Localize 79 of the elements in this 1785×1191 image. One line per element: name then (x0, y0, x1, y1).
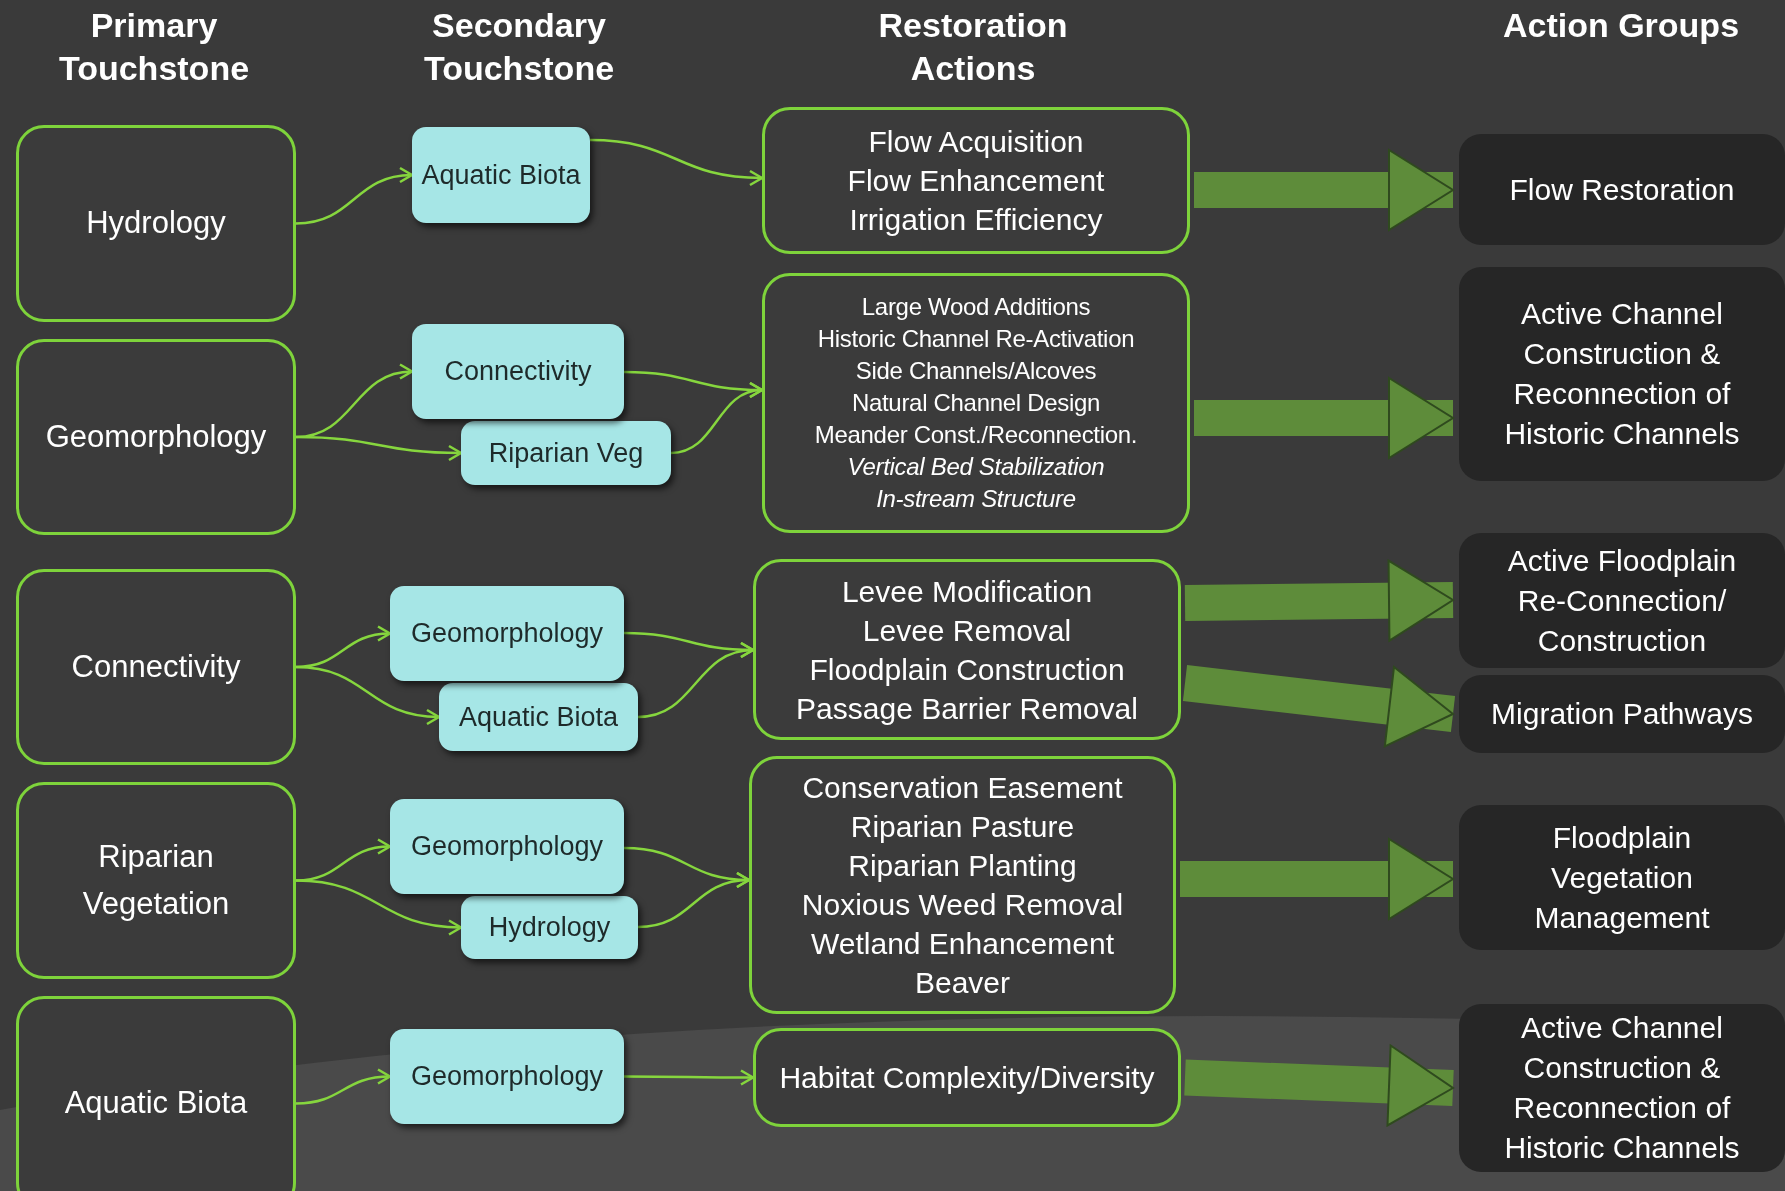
box-label: Flow Restoration (1509, 171, 1735, 208)
box-label: Active Channel Construction & Reconnection of Historic Channels (1503, 296, 1741, 452)
action-item: Meander Const./Reconnection. (814, 420, 1138, 450)
block-arrow (1194, 377, 1454, 459)
arrow (589, 138, 764, 186)
column-heading: Secondary Touchstone (422, 5, 616, 89)
action-item: Noxious Weed Removal (801, 887, 1124, 923)
arrow (295, 167, 414, 225)
secondary-touchstone-box (439, 683, 638, 751)
action-item: Floodplain Construction (809, 651, 1125, 688)
arrow (295, 879, 463, 936)
action-item: Habitat Complexity/Diversity (779, 1060, 1155, 1096)
restoration-actions-box (749, 756, 1176, 1014)
box-label: Geomorphology (410, 617, 604, 651)
action-item: Vertical Bed Stabilization (847, 452, 1105, 482)
block-arrow (1184, 1044, 1454, 1127)
block-arrow (1180, 838, 1454, 920)
secondary-touchstone-box (412, 324, 624, 419)
box-label: Floodplain Vegetation Management (1533, 819, 1711, 936)
primary-touchstone-box (16, 125, 296, 322)
secondary-touchstone-box (412, 127, 590, 223)
column-heading: Restoration Actions (877, 5, 1069, 89)
box-label: Aquatic Biota (421, 158, 581, 192)
column-heading: Primary Touchstone (57, 5, 251, 89)
action-item: Irrigation Efficiency (849, 202, 1103, 238)
arrow (637, 872, 751, 929)
restoration-actions-box (753, 559, 1181, 740)
secondary-touchstone-box (390, 799, 624, 894)
arrow (624, 1069, 755, 1086)
box-label: Hydrology (488, 911, 611, 945)
restoration-actions-box (762, 107, 1190, 254)
action-item: Natural Channel Design (851, 388, 1101, 418)
action-item: Beaver (914, 965, 1011, 1001)
secondary-touchstone-box (461, 421, 671, 485)
action-item: Flow Enhancement (847, 163, 1105, 199)
block-arrow (1182, 665, 1456, 748)
box-label: Aquatic Biota (458, 700, 619, 734)
primary-touchstone-box (16, 339, 296, 535)
box-label: Migration Pathways (1491, 696, 1753, 732)
box-label: Connectivity (444, 355, 592, 389)
action-item: Wetland Enhancement (811, 926, 1114, 962)
box-label: Active Channel Construction & Reconnection of Historic Channels (1503, 1010, 1741, 1166)
secondary-touchstone-box (390, 586, 624, 681)
arrow (637, 642, 755, 719)
action-item: Historic Channel Re-Activation (817, 324, 1135, 354)
secondary-touchstone-box (461, 896, 638, 959)
block-arrow (1194, 149, 1454, 231)
box-label: Geomorphology (410, 830, 604, 864)
primary-touchstone-box (16, 782, 296, 979)
block-arrow (1184, 559, 1454, 642)
action-item: Conservation Easement (802, 770, 1123, 806)
restoration-actions-box (762, 273, 1190, 533)
box-label: Active Floodplain Re-Connection/ Construction (1506, 542, 1738, 659)
action-item: Levee Removal (862, 612, 1072, 649)
action-item: In-stream Structure (876, 484, 1076, 514)
column-heading: Action Groups (1501, 5, 1741, 46)
action-item: Riparian Pasture (850, 809, 1075, 845)
box-label: Connectivity (71, 647, 241, 686)
arrow (295, 1068, 392, 1105)
arrow (295, 435, 463, 462)
primary-touchstone-box (16, 569, 296, 765)
action-item: Passage Barrier Removal (796, 690, 1138, 727)
primary-touchstone-box (16, 996, 296, 1191)
box-label: Hydrology (86, 204, 226, 243)
action-item: Flow Acquisition (868, 124, 1084, 160)
arrow (670, 383, 764, 455)
box-label: Geomorphology (45, 417, 267, 456)
action-item: Large Wood Additions (861, 292, 1091, 322)
action-item: Levee Modification (841, 573, 1093, 610)
action-item: Riparian Planting (848, 848, 1077, 884)
action-item: Side Channels/Alcoves (855, 356, 1097, 386)
arrow (295, 665, 441, 725)
box-label: Geomorphology (410, 1060, 604, 1094)
secondary-touchstone-box (390, 1029, 624, 1124)
action-group-box (1459, 1004, 1785, 1172)
box-label: Riparian Vegetation (81, 838, 231, 923)
restoration-actions-box (753, 1028, 1181, 1127)
box-label: Riparian Veg (488, 436, 644, 470)
box-label: Aquatic Biota (64, 1084, 248, 1123)
